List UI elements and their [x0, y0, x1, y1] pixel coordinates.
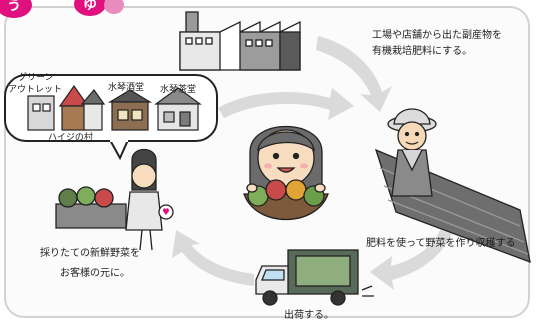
shop-label-green-outlet-line1: グリーン: [18, 73, 54, 83]
truck-icon: [255, 249, 374, 306]
badge-right-dot: [104, 0, 124, 14]
shop-label-suikin-sakedo: 水琴酒堂: [108, 83, 145, 93]
vegetable-girl-icon: [243, 125, 329, 221]
cycle-arrow-icon: [172, 36, 452, 290]
shop-icon: [107, 89, 153, 131]
shop-label-green-outlet-line2: アウトレット: [8, 85, 63, 95]
factory-caption-line1: 工場や店舗から出た副産物を: [372, 30, 502, 41]
factory-icon: [179, 11, 301, 71]
truck-caption: 出荷する。: [284, 310, 334, 321]
stall-caption-line2: お客様の元に。: [60, 268, 130, 279]
shop-icon: [154, 87, 202, 131]
badge-right: ゆ: [74, 0, 106, 16]
shop-icon: [27, 95, 55, 131]
shop-label-heidi-village: ハイジの村: [48, 133, 93, 143]
shop-icon: [58, 84, 106, 131]
farmer-caption: 肥料を使って野菜を作り収穫する: [366, 238, 516, 249]
stall-icon: [55, 148, 174, 251]
badge-left: う: [0, 0, 32, 18]
stall-caption-line1: 採りたての新鮮野菜を: [40, 248, 140, 259]
factory-caption-line2: 有機栽培肥料にする。: [372, 46, 473, 57]
farmer-icon: [374, 108, 531, 264]
bubble-tail-icon: [108, 140, 130, 160]
shop-label-suikin-chado: 水琴茶堂: [160, 85, 197, 95]
